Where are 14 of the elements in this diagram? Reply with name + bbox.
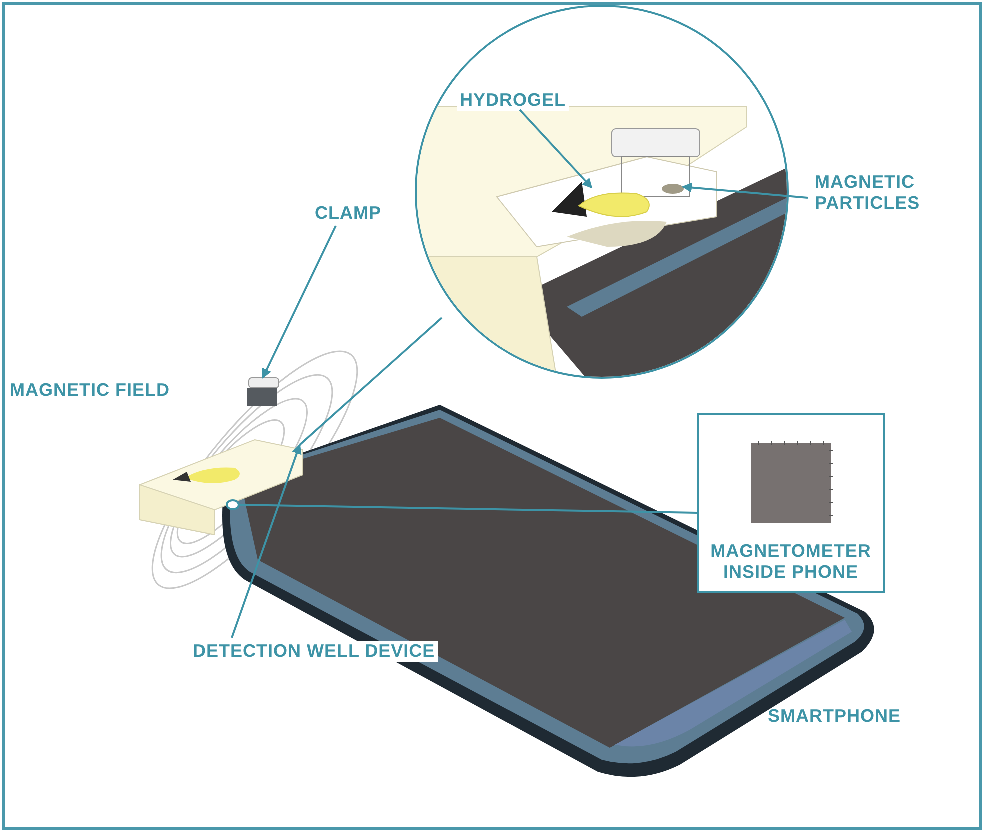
- arrow: [231, 444, 302, 638]
- magnetic-particles-drawing: [661, 183, 685, 195]
- panel-label: MAGNETOMETER INSIDE PHONE: [710, 541, 872, 583]
- leader-line: [240, 504, 698, 514]
- sensor-location-ring: [226, 499, 240, 511]
- part-label: MAGNETIC FIELD: [10, 380, 170, 401]
- arrow: [262, 226, 337, 379]
- arrow: [519, 109, 593, 189]
- part-label: SMARTPHONE: [768, 706, 902, 727]
- magnetometer-panel: [697, 413, 885, 593]
- callout-label: HYDROGEL: [457, 90, 570, 111]
- arrow: [682, 182, 808, 199]
- leader-line: [299, 317, 443, 446]
- clamp-drawing: [245, 378, 281, 408]
